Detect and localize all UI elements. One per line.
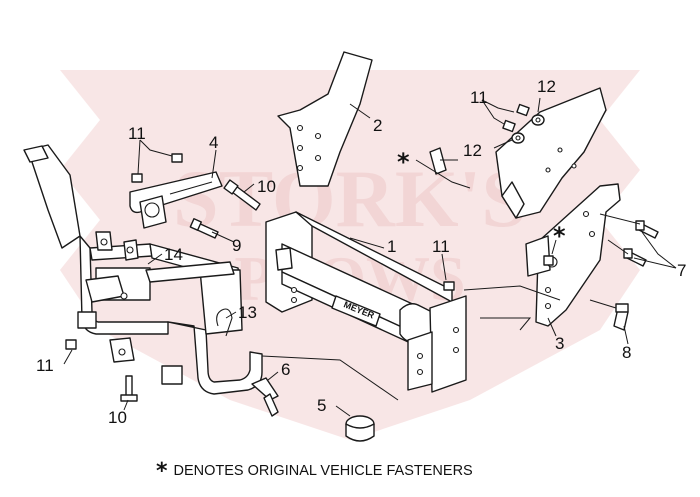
- footnote-asterisk: *: [156, 459, 168, 484]
- vehicle-frame-rail: [495, 87, 607, 219]
- footnote-text: DENOTES ORIGINAL VEHICLE FASTENERS: [173, 463, 473, 479]
- callout-11-right-top: 11: [470, 88, 488, 107]
- callout-6: 6: [281, 360, 290, 379]
- callout-12-lower: 12: [463, 141, 482, 160]
- original-tow-clip: [429, 147, 458, 175]
- callout-7: 7: [677, 261, 686, 280]
- callout-4: 4: [209, 133, 218, 152]
- part-4-bracket: [129, 171, 223, 229]
- callout-10-upper: 10: [257, 177, 276, 196]
- callout-9: 9: [232, 236, 241, 255]
- callout-2: 2: [373, 116, 382, 135]
- part-1-main-frame: MEYER: [265, 211, 467, 393]
- callout-1: 1: [387, 237, 396, 256]
- asterisk-marker-clip: *: [397, 148, 410, 176]
- part-2-plate: [277, 51, 373, 187]
- push-frame-left: [23, 144, 263, 395]
- callout-14: 14: [164, 245, 183, 264]
- callout-11-left-bottom: 11: [36, 356, 54, 375]
- callout-10-lower: 10: [108, 408, 127, 427]
- leader-lines: [63, 97, 677, 417]
- callout-12-top: 12: [537, 77, 556, 96]
- part-3-side-bracket: [525, 183, 621, 327]
- asterisk-marker-bracket: *: [553, 222, 566, 250]
- watermark-line1: STORK'S: [173, 153, 527, 244]
- callout-11-left-top: 11: [128, 124, 146, 143]
- callout-5: 5: [317, 396, 326, 415]
- callout-8: 8: [622, 343, 631, 362]
- footnote: * DENOTES ORIGINAL VEHICLE FASTENERS: [156, 459, 473, 484]
- callout-13: 13: [238, 303, 257, 322]
- callout-3: 3: [555, 334, 564, 353]
- callout-11-middle: 11: [432, 237, 450, 256]
